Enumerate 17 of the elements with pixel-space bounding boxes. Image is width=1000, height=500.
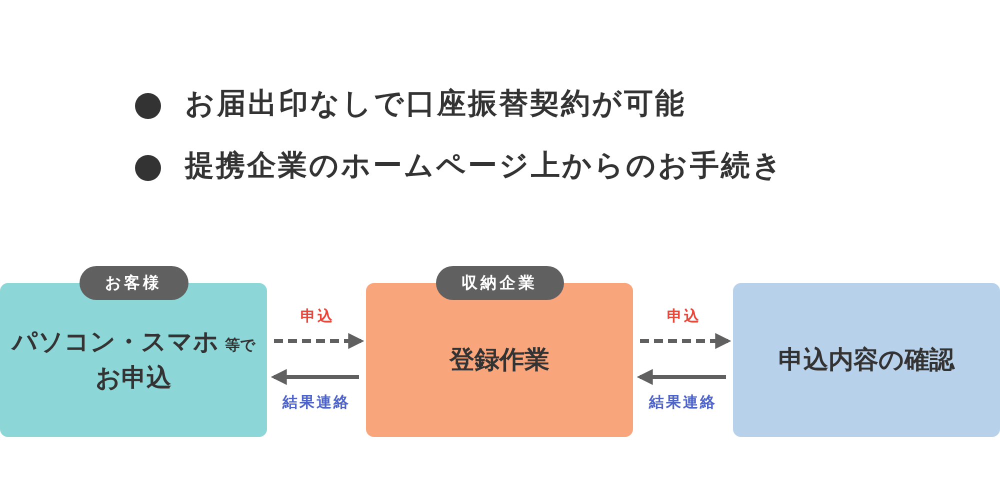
bullet-text: お届出印なしで口座振替契約が可能 — [185, 85, 686, 122]
body-text: 登録作業 — [450, 344, 550, 376]
body-text: 等で — [225, 336, 255, 354]
body-text: パソコン・スマホ — [12, 327, 219, 356]
arrow — [636, 369, 726, 385]
edge-label: 申込 — [667, 307, 701, 326]
edge-label: 申込 — [300, 307, 334, 326]
arrow — [274, 333, 364, 349]
edge-label: 結果連絡 — [649, 393, 717, 412]
arrow — [270, 369, 359, 385]
body-text: 申込内容の確認 — [778, 344, 954, 376]
heading-tab: お客様 — [79, 266, 188, 300]
bullet-text: 提携企業のホームページ上からのお手続き — [185, 147, 784, 184]
edge-label: 結果連絡 — [282, 393, 350, 412]
heading-tab: 収納企業 — [436, 266, 564, 300]
arrow — [640, 333, 732, 349]
body-text: お申込 — [96, 362, 172, 394]
